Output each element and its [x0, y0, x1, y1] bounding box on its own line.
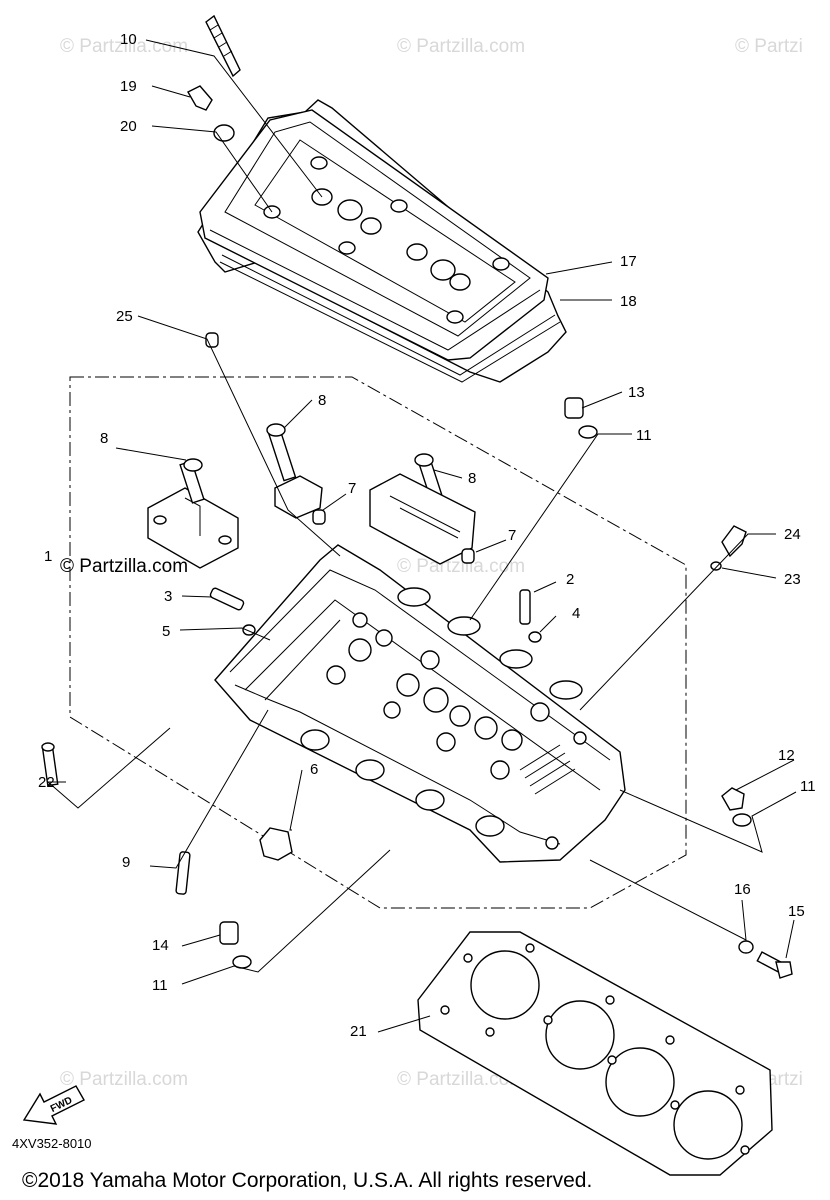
callout-21: 21 — [350, 1023, 367, 1040]
plug — [721, 787, 745, 811]
callout-20: 20 — [120, 118, 137, 135]
watermark: © Partzilla.com — [60, 1069, 188, 1090]
copyright-notice: ©2018 Yamaha Motor Corporation, U.S.A. A… — [22, 1169, 592, 1192]
callout-11: 11 — [800, 778, 816, 795]
bolt — [266, 423, 297, 482]
callout-9: 9 — [122, 854, 130, 871]
callout-11: 11 — [152, 977, 168, 994]
washer — [710, 561, 722, 571]
spark-plug — [205, 14, 241, 78]
callout-22: 22 — [38, 774, 55, 791]
callout-14: 14 — [152, 937, 169, 954]
dowel-pin — [461, 548, 475, 564]
callout-8: 8 — [100, 430, 108, 447]
cylinder-head-gasket — [417, 931, 773, 1176]
washer — [738, 940, 754, 954]
watermark-main: © Partzilla.com — [60, 556, 188, 577]
callout-19: 19 — [120, 78, 137, 95]
stud — [209, 587, 245, 611]
callout-15: 15 — [788, 903, 805, 920]
callout-5: 5 — [162, 623, 170, 640]
cylinder-head-cover — [197, 99, 567, 383]
camshaft-cap-left — [147, 458, 239, 569]
callout-7: 7 — [508, 527, 516, 544]
plug — [219, 921, 239, 945]
callout-23: 23 — [784, 571, 801, 588]
callout-16: 16 — [734, 881, 751, 898]
watermark: © Partzi — [735, 36, 803, 57]
bolt — [41, 742, 59, 787]
bolt — [414, 453, 443, 500]
cylinder-head — [214, 544, 626, 863]
o-ring — [528, 631, 542, 643]
dowel-pin — [312, 509, 326, 525]
leader-lines — [46, 39, 797, 1033]
callout-4: 4 — [572, 605, 580, 622]
union-bolt — [721, 525, 747, 558]
callout-24: 24 — [784, 526, 801, 543]
watermark: © Partzilla.com — [397, 1069, 525, 1090]
callout-18: 18 — [620, 293, 637, 310]
callout-6: 6 — [310, 761, 318, 778]
callout-8: 8 — [468, 470, 476, 487]
callout-12: 12 — [778, 747, 795, 764]
bolt — [756, 951, 793, 979]
callout-17: 17 — [620, 253, 637, 270]
callout-labels: 10 19 20 17 18 25 13 11 8 8 8 7 7 24 23 … — [38, 31, 816, 1040]
diagram-code: 4XV352-8010 — [12, 1136, 92, 1151]
callout-11: 11 — [636, 427, 652, 444]
callout-8: 8 — [318, 392, 326, 409]
callout-25: 25 — [116, 308, 133, 325]
watermark: © Partzilla.com — [397, 556, 525, 577]
washer — [578, 425, 598, 439]
callout-1: 1 — [44, 548, 52, 565]
washer — [732, 813, 752, 827]
callout-3: 3 — [164, 588, 172, 605]
stud — [519, 589, 531, 625]
watermark: © Partzilla.com — [397, 36, 525, 57]
o-ring — [242, 624, 256, 636]
camshaft-cap-right — [369, 473, 476, 565]
forward-arrow-icon: FWD — [22, 1085, 85, 1125]
stud — [175, 851, 191, 895]
callout-7: 7 — [348, 480, 356, 497]
callout-10: 10 — [120, 31, 137, 48]
cap-bolt — [187, 85, 213, 111]
callout-13: 13 — [628, 384, 645, 401]
plug — [259, 827, 293, 861]
plug — [564, 397, 584, 419]
assembly-boundary — [69, 376, 687, 909]
watermark: © Partzilla.com — [60, 36, 188, 57]
callout-2: 2 — [566, 571, 574, 588]
